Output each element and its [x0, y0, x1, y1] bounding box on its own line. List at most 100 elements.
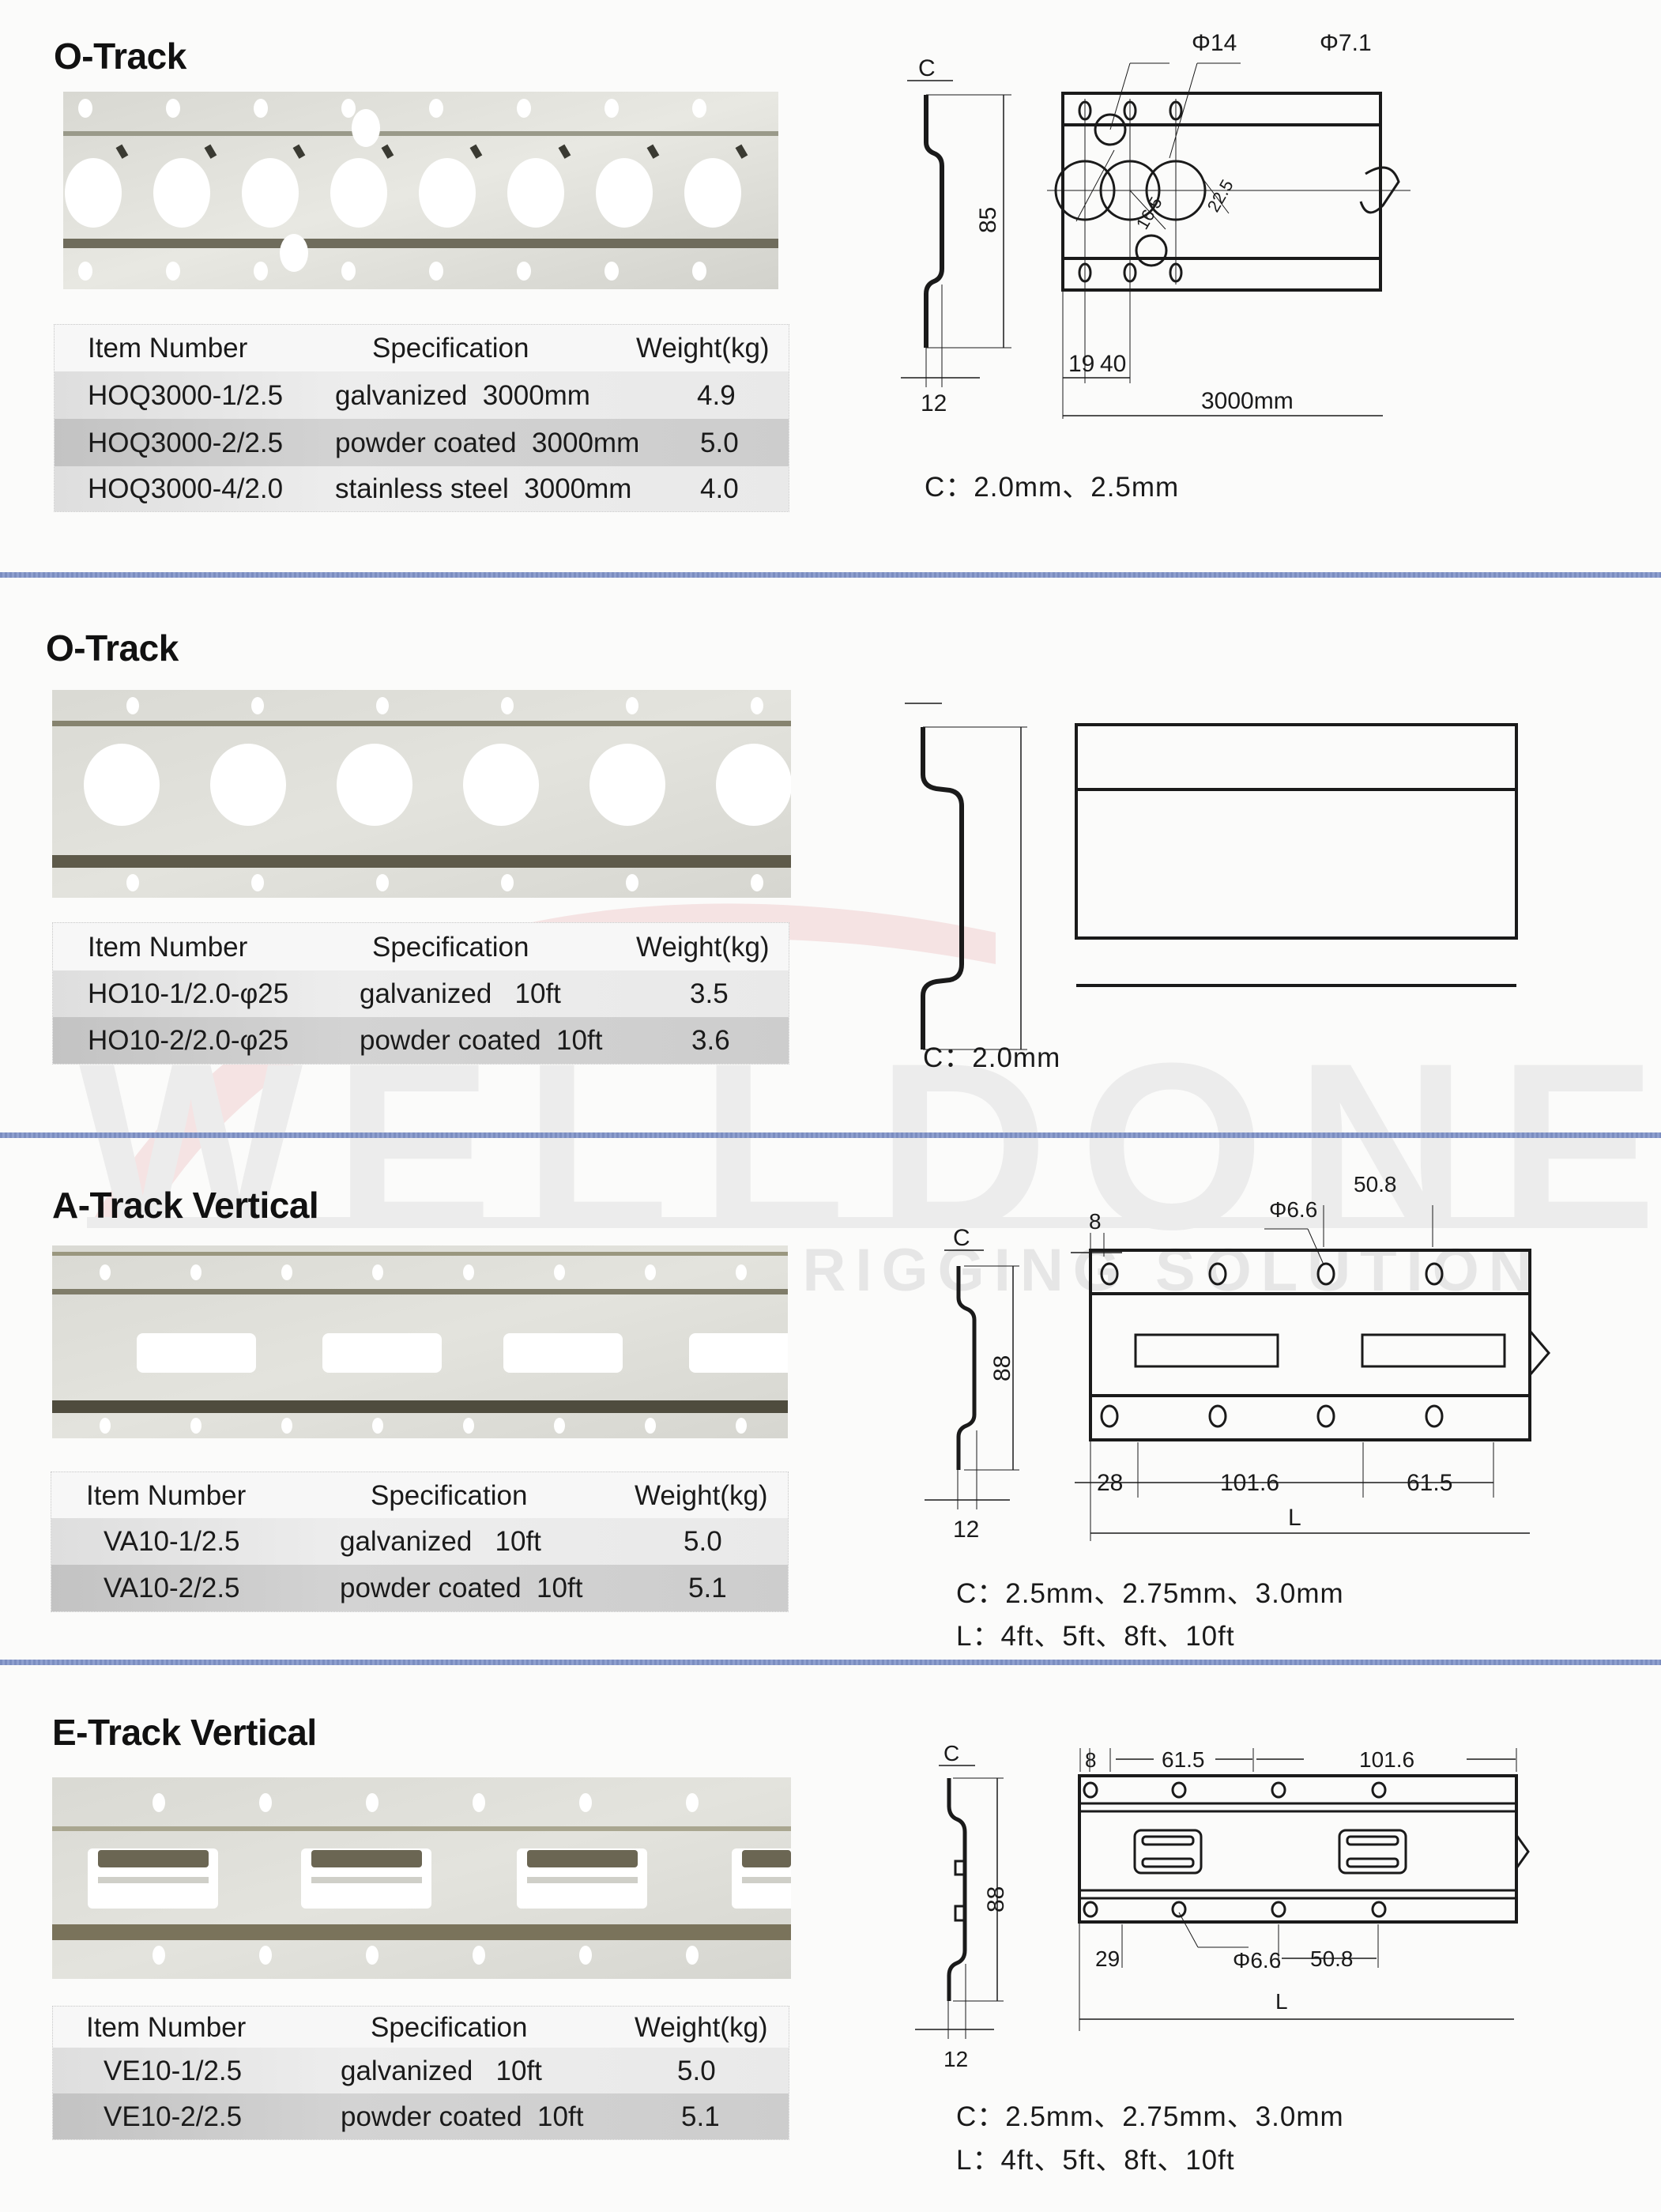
item-number: HOQ3000-2/2.5	[88, 427, 284, 458]
header-weight: Weight(kg)	[636, 333, 770, 364]
dim-hole: Φ6.6	[1269, 1197, 1317, 1222]
dim-pitch: 50.8	[1310, 1946, 1354, 1971]
dim-depth: 12	[953, 1517, 979, 1541]
dim-length: L	[1275, 1989, 1288, 2014]
table-row: HOQ3000-1/2.5 galvanized 3000mm 4.9	[55, 371, 789, 419]
item-number: HOQ3000-1/2.5	[88, 379, 284, 411]
length-note: L：4ft、5ft、8ft、10ft	[956, 2145, 1235, 2176]
header-specification: Specification	[372, 931, 529, 963]
dim-61-5: 61.5	[1407, 1470, 1452, 1496]
item-number: VA10-1/2.5	[104, 1526, 240, 1557]
dim-28: 28	[1097, 1470, 1123, 1496]
dim-hole-7-1: Φ7.1	[1320, 30, 1372, 56]
section-title: A-Track Vertical	[52, 1185, 319, 1226]
dim-length: 3000mm	[1201, 388, 1294, 414]
thickness-note: C：2.5mm、2.75mm、3.0mm	[956, 2101, 1344, 2132]
weight: 5.0	[684, 1526, 722, 1557]
item-number: VA10-2/2.5	[104, 1573, 240, 1603]
section-divider	[0, 1660, 1661, 1665]
dim-height: 88	[983, 1886, 1009, 1912]
header-specification: Specification	[371, 2011, 528, 2043]
weight: 3.5	[690, 978, 729, 1009]
specification: stainless steel 3000mm	[335, 473, 632, 504]
item-number: VE10-1/2.5	[104, 2055, 243, 2086]
section-divider	[0, 1132, 1661, 1138]
table-row: HO10-2/2.0-φ25 powder coated 10ft 3.6	[53, 1017, 789, 1064]
specification: galvanized 3000mm	[335, 379, 590, 411]
track-photo	[52, 690, 791, 898]
dim-height: 88	[989, 1355, 1015, 1381]
item-number: HO10-1/2.0-φ25	[88, 978, 289, 1009]
weight: 4.0	[700, 473, 739, 504]
header-item-number: Item Number	[88, 931, 248, 963]
table-row: VA10-1/2.5 galvanized 10ft 5.0	[51, 1518, 788, 1565]
technical-drawing: C 88 12 8 Φ6.6 50.8 28 101.6 61.5 L	[925, 1172, 1550, 1541]
dim-61-5: 61.5	[1162, 1747, 1205, 1772]
header-item-number: Item Number	[86, 2011, 247, 2043]
dim-8: 8	[1089, 1209, 1102, 1234]
item-number: HO10-2/2.0-φ25	[88, 1025, 289, 1056]
spec-table: Item Number Specification Weight(kg) HO1…	[52, 922, 789, 1065]
section-title: E-Track Vertical	[52, 1712, 317, 1753]
table-row: HOQ3000-2/2.5 powder coated 3000mm 5.0	[55, 419, 789, 466]
thickness-note: C：2.5mm、2.75mm、3.0mm	[956, 1578, 1344, 1609]
weight: 5.1	[688, 1573, 727, 1603]
specification: powder coated 10ft	[340, 1573, 583, 1603]
header-specification: Specification	[372, 333, 529, 364]
weight: 4.9	[697, 379, 736, 411]
section-title: O-Track	[46, 627, 179, 669]
table-row: HOQ3000-4/2.0 stainless steel 3000mm 4.0	[55, 466, 789, 511]
dim-29: 29	[1095, 1946, 1120, 1971]
dim-8: 8	[1085, 1748, 1096, 1772]
table-header-row: Item Number Specification Weight(kg)	[55, 325, 789, 371]
header-specification: Specification	[371, 1479, 528, 1511]
dim-height: 85	[975, 207, 1001, 233]
header-item-number: Item Number	[86, 1479, 247, 1511]
table-header-row: Item Number Specification Weight(kg)	[53, 2007, 789, 2048]
dim-22-5: 22.5	[1203, 176, 1237, 216]
section-title: O-Track	[54, 36, 186, 77]
table-header-row: Item Number Specification Weight(kg)	[51, 1472, 788, 1518]
track-photo	[52, 1245, 788, 1438]
specification: powder coated 10ft	[341, 2101, 584, 2132]
dim-c: C	[953, 1225, 970, 1251]
thickness-note: C：2.0mm、2.5mm	[925, 472, 1180, 503]
table-row: VE10-2/2.5 powder coated 10ft 5.1	[53, 2093, 789, 2139]
specification: galvanized 10ft	[340, 1526, 541, 1557]
dim-101-6: 101.6	[1220, 1470, 1279, 1496]
dim-c: C	[918, 55, 936, 81]
track-photo	[63, 92, 778, 289]
header-item-number: Item Number	[88, 333, 248, 364]
dim-depth: 12	[921, 390, 947, 416]
table-header-row: Item Number Specification Weight(kg)	[53, 923, 789, 970]
item-number: VE10-2/2.5	[104, 2101, 243, 2132]
dim-c: C	[943, 1741, 959, 1765]
specification: powder coated 3000mm	[335, 427, 640, 458]
table-row: VE10-1/2.5 galvanized 10ft 5.0	[53, 2048, 789, 2093]
dim-length: L	[1288, 1505, 1301, 1531]
table-row: VA10-2/2.5 powder coated 10ft 5.1	[51, 1565, 788, 1611]
spec-table: Item Number Specification Weight(kg) VA1…	[51, 1472, 789, 1612]
specification: galvanized 10ft	[360, 978, 561, 1009]
item-number: HOQ3000-4/2.0	[88, 473, 284, 504]
weight: 5.0	[677, 2055, 716, 2086]
header-weight: Weight(kg)	[635, 2011, 768, 2043]
specification: galvanized 10ft	[341, 2055, 542, 2086]
header-weight: Weight(kg)	[636, 931, 770, 963]
dim-19: 19	[1068, 351, 1094, 377]
dim-hole-14: Φ14	[1192, 30, 1237, 56]
track-photo	[52, 1777, 791, 1979]
dim-depth: 12	[943, 2047, 968, 2071]
spec-table: Item Number Specification Weight(kg) HOQ…	[54, 324, 789, 512]
table-row: HO10-1/2.0-φ25 galvanized 10ft 3.5	[53, 970, 789, 1017]
dim-pitch: 50.8	[1354, 1172, 1397, 1196]
weight: 5.1	[681, 2101, 720, 2132]
dim-101-6: 101.6	[1359, 1747, 1414, 1772]
technical-drawing: C 85 12 Φ14 Φ7.1 16.5 22.5 19 40 3000mm	[901, 30, 1411, 419]
length-note: L：4ft、5ft、8ft、10ft	[956, 1621, 1235, 1652]
weight: 5.0	[700, 427, 739, 458]
dim-hole: Φ6.6	[1233, 1948, 1281, 1973]
dim-40: 40	[1100, 351, 1126, 377]
technical-drawing: C 88 12 8 61.5 101.6 29 Φ6.6 50.8 L	[915, 1741, 1530, 2071]
header-weight: Weight(kg)	[635, 1479, 768, 1511]
